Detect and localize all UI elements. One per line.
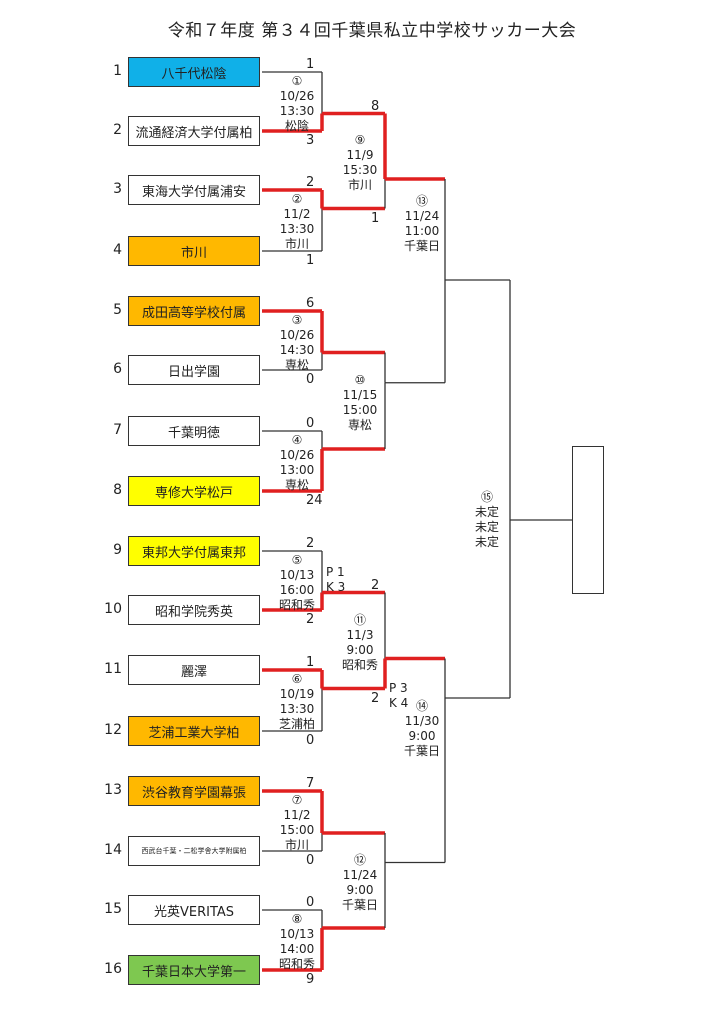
score-top: 2: [306, 536, 315, 551]
score-bottom: 24: [306, 493, 323, 508]
seed-number: 15: [104, 901, 122, 917]
team-box: 昭和学院秀英: [128, 595, 260, 625]
team-box: 東海大学付属浦安: [128, 175, 260, 205]
seed-number: 12: [104, 722, 122, 738]
score-top: 8: [371, 98, 380, 114]
score-bottom: 3: [306, 133, 315, 148]
seed-number: 11: [104, 661, 122, 677]
seed-number: 7: [113, 422, 122, 438]
score-bottom: 1: [371, 210, 380, 226]
team-box: 光英VERITAS: [128, 895, 260, 925]
team-box: 成田高等学校付属: [128, 296, 260, 326]
team-box: 芝浦工業大学柏: [128, 716, 260, 746]
seed-number: 9: [113, 542, 122, 558]
seed-number: 16: [104, 961, 122, 977]
score-bottom: 1: [306, 253, 315, 268]
score-bottom: 2: [306, 612, 315, 627]
team-box: 専修大学松戸: [128, 476, 260, 506]
team-box: 東邦大学付属東邦: [128, 536, 260, 566]
seed-number: 6: [113, 361, 122, 377]
team-box: 千葉日本大学第一: [128, 955, 260, 985]
team-box: 流通経済大学付属柏: [128, 116, 260, 146]
team-box: 麗澤: [128, 655, 260, 685]
score-top: 0: [306, 895, 315, 910]
score-bottom: 0: [306, 853, 315, 868]
seed-number: 13: [104, 782, 122, 798]
seed-number: 4: [113, 242, 122, 258]
tournament-title: 令和７年度 第３４回千葉県私立中学校サッカー大会: [167, 21, 577, 41]
score-top: 2: [371, 577, 380, 593]
team-box: 日出学園: [128, 355, 260, 385]
score-top: 6: [306, 296, 315, 311]
score-bottom: 2: [371, 690, 380, 706]
seed-number: 14: [104, 842, 122, 858]
score-bottom: 9: [306, 972, 315, 987]
score-top: 7: [306, 776, 315, 791]
score-top: 2: [306, 175, 315, 190]
score-top: 1: [306, 57, 315, 72]
score-top: 1: [306, 655, 315, 670]
score-top: 0: [306, 416, 315, 431]
score-bottom: 0: [306, 733, 315, 748]
team-box: 八千代松陰: [128, 57, 260, 87]
team-box: 西武台千葉・二松学舎大学附属柏: [128, 836, 260, 866]
score-bottom: 0: [306, 372, 315, 387]
seed-number: 10: [104, 601, 122, 617]
seed-number: 8: [113, 482, 122, 498]
team-box: 千葉明徳: [128, 416, 260, 446]
team-box: 市川: [128, 236, 260, 266]
champion-box: [572, 446, 604, 594]
seed-number: 5: [113, 302, 122, 318]
seed-number: 3: [113, 181, 122, 197]
team-box: 渋谷教育学園幕張: [128, 776, 260, 806]
seed-number: 1: [113, 63, 122, 79]
seed-number: 2: [113, 122, 122, 138]
